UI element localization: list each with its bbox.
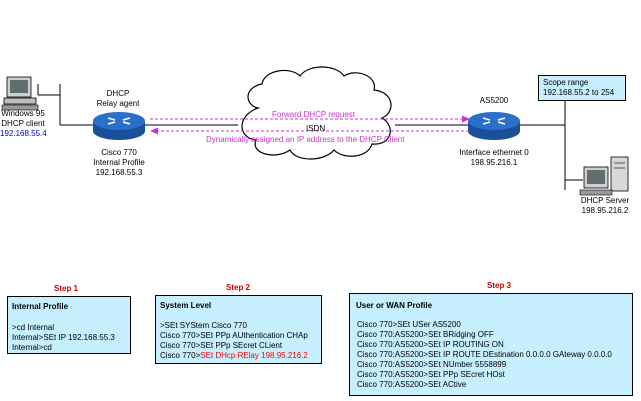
- step-3-line: Cisco 770:AS5200>SEt ACtive: [357, 380, 467, 389]
- step-3-title: User or WAN Profile: [356, 301, 433, 310]
- server-label: DHCP Server 198.95.216.2: [570, 196, 640, 216]
- server-ip: 198.95.216.2: [581, 206, 629, 215]
- router-icon: [93, 112, 145, 140]
- dhcp-server-icon: [579, 156, 629, 196]
- step-2-dhcp-relay-command: SEt DHcp RElay 198.95.216.2: [200, 351, 308, 360]
- step-2-line: Cisco 770>SEt PPp SEcret CLient: [160, 341, 283, 350]
- cisco770-profile: Internal Profile: [93, 158, 145, 167]
- step-3-line: Cisco 770:AS5200>SEt NUmber 5558899: [357, 360, 507, 369]
- step-2-line: Cisco 770>SEt PPp AUthentication CHAp: [160, 331, 308, 340]
- as5200-label: Interface ethernet 0 198.95.216.1: [452, 148, 536, 168]
- client-label: Windows 95 DHCP client 192.168.55.4: [0, 109, 47, 139]
- scope-range: 192.168.55.2 to 254: [543, 88, 615, 97]
- step-1-line: Internal>SEt IP 192.168.55.3: [12, 333, 115, 342]
- step-1-title: Internal Profile: [12, 302, 69, 311]
- windows-pc-icon: [1, 76, 39, 111]
- assign-address-label: Dynamically assigned an IP address to th…: [206, 135, 405, 144]
- scope-title: Scope range: [543, 78, 589, 87]
- step-3-line: Cisco 770:AS5200>SEt BRidging OFF: [357, 330, 494, 339]
- relay-line1: DHCP: [106, 89, 130, 98]
- as5200-interface: Interface ethernet 0: [459, 148, 529, 157]
- step-1-line: >cd Internal: [12, 323, 55, 332]
- server-name: DHCP Server: [580, 196, 630, 205]
- step-3-line: Cisco 770:AS5200>SEt IP ROUTE DEstinatio…: [357, 350, 612, 359]
- cisco770-label: Cisco 770 Internal Profile 192.168.55.3: [80, 148, 158, 178]
- relay-line2: Relay agent: [96, 99, 140, 108]
- step-1-label: Step 1: [54, 284, 79, 293]
- cisco770-ip: 192.168.55.3: [95, 168, 143, 177]
- step-1-line: Internal>cd: [12, 343, 52, 352]
- client-os: Windows 95: [1, 109, 45, 118]
- isdn-cloud-icon: [241, 66, 392, 160]
- cisco770-name: Cisco 770: [101, 148, 137, 157]
- step-3-line: Cisco 770:AS5200>SEt PPp SEcret HOst: [357, 370, 505, 379]
- as5200-name: AS5200: [479, 96, 509, 105]
- relay-label: DHCP Relay agent: [88, 89, 148, 109]
- as5200-ip: 198.95.216.1: [470, 158, 518, 167]
- step-3-line: Cisco 770:AS5200>SEt IP ROUTING ON: [357, 340, 504, 349]
- assign-arrowhead: [150, 127, 158, 135]
- dhcp-flow-arrows: [150, 115, 470, 135]
- step-2-box: System Level >SEt SYStem Cisco 770 Cisco…: [155, 295, 322, 364]
- forward-arrowhead: [462, 115, 470, 123]
- step-2-last-prefix: Cisco 770>: [160, 351, 201, 360]
- step-2-label: Step 2: [226, 283, 251, 292]
- isdn-label: ISDN: [306, 124, 326, 133]
- client-ip: 192.168.55.4: [0, 129, 47, 138]
- scope-range-box: Scope range 192.168.55.2 to 254: [538, 75, 626, 101]
- step-2-line-last: Cisco 770>SEt DHcp RElay 198.95.216.2: [160, 351, 308, 361]
- step-3-line: Cisco 770>SEt USer AS5200: [357, 320, 461, 329]
- step-3-box: User or WAN Profile Cisco 770>SEt USer A…: [349, 293, 633, 396]
- step-2-title: System Level: [160, 301, 212, 310]
- step-2-line: >SEt SYStem Cisco 770: [160, 321, 247, 330]
- step-3-label: Step 3: [487, 281, 512, 290]
- step-1-box: Internal Profile >cd Internal Internal>S…: [7, 296, 131, 354]
- client-role: DHCP client: [1, 119, 45, 128]
- router-icon: [468, 112, 520, 140]
- forward-request-label: Forward DHCP request: [272, 110, 355, 119]
